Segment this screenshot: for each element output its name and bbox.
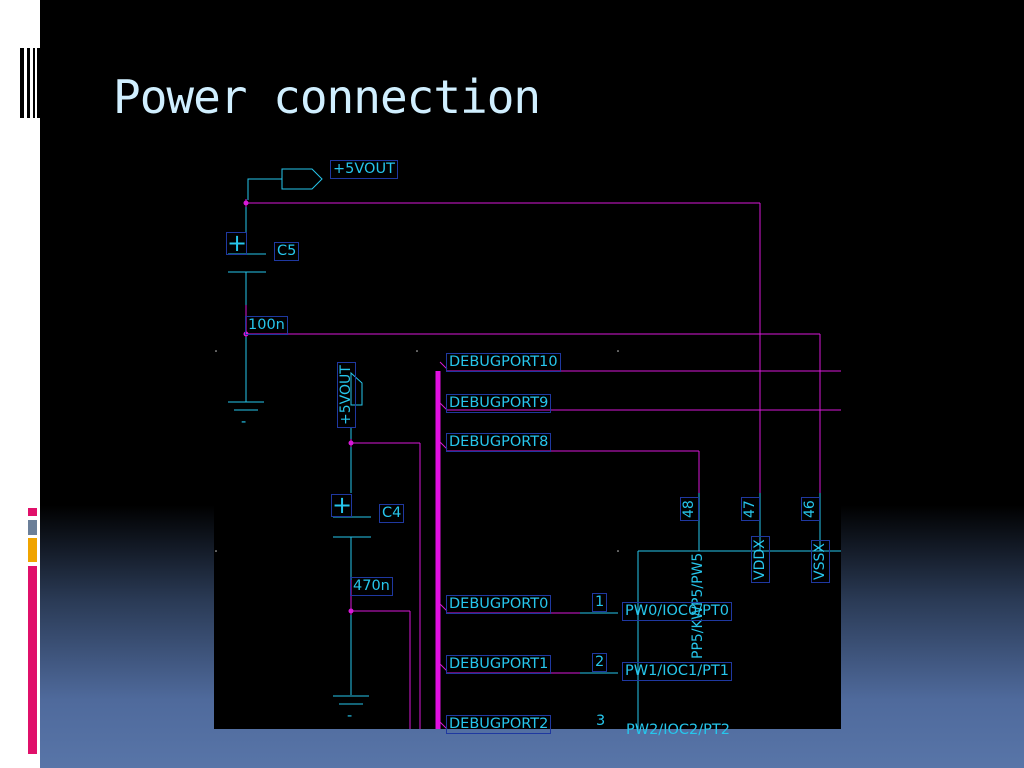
c4-wires	[350, 439, 421, 729]
pin3-name: PW2/IOC2/PT2	[626, 722, 730, 738]
pin47-name: VDDX	[751, 536, 770, 583]
pin48-number: 48	[680, 497, 699, 521]
pin2-number: 2	[592, 653, 608, 672]
vout-left-symbol	[350, 371, 363, 441]
slide-accent-bars	[28, 508, 38, 758]
c4-ground-symbol: -	[347, 708, 353, 724]
schematic-diagram: +5VOUT + C5 100n - +5VOUT + C4 470n - DE…	[214, 155, 841, 738]
schematic-wires	[214, 168, 841, 729]
c5-polarity: +	[226, 229, 248, 257]
debugport2-label: DEBUGPORT2	[446, 715, 552, 734]
c5-name: C5	[274, 242, 300, 261]
net-label-5vout: +5VOUT	[330, 160, 398, 179]
c4-value: 470n	[350, 577, 393, 596]
c5-capacitor	[228, 203, 266, 411]
c4-capacitor	[333, 443, 371, 705]
pin46-number: 46	[801, 497, 820, 521]
c5-value: 100n	[245, 316, 288, 335]
debugport9-label: DEBUGPORT9	[446, 394, 552, 413]
c4-name: C4	[379, 504, 405, 523]
pin2-name: PW1/IOC1/PT1	[622, 662, 732, 681]
pin1-name: PW0/IOC0/PT0	[622, 602, 732, 621]
bus-entries	[439, 361, 448, 729]
c5-wires	[245, 199, 821, 493]
debugport8-label: DEBUGPORT8	[446, 433, 552, 452]
c4-polarity: +	[331, 491, 353, 519]
pin3-number: 3	[596, 713, 606, 729]
debugport10-label: DEBUGPORT10	[446, 353, 561, 372]
debugport1-label: DEBUGPORT1	[446, 655, 552, 674]
slide-title: Power connection	[113, 70, 541, 124]
pin1-number: 1	[592, 593, 608, 612]
ic-outline	[580, 493, 841, 729]
pin46-name: VSSX	[811, 540, 830, 583]
slide-corner-decoration	[20, 48, 42, 118]
net-label-5vout-left: +5VOUT	[337, 362, 356, 428]
pin47-number: 47	[741, 497, 760, 521]
vout-top-symbol	[247, 168, 323, 200]
debugport0-label: DEBUGPORT0	[446, 595, 552, 614]
grid-dots	[215, 350, 619, 552]
c5-ground-symbol: -	[241, 414, 247, 430]
